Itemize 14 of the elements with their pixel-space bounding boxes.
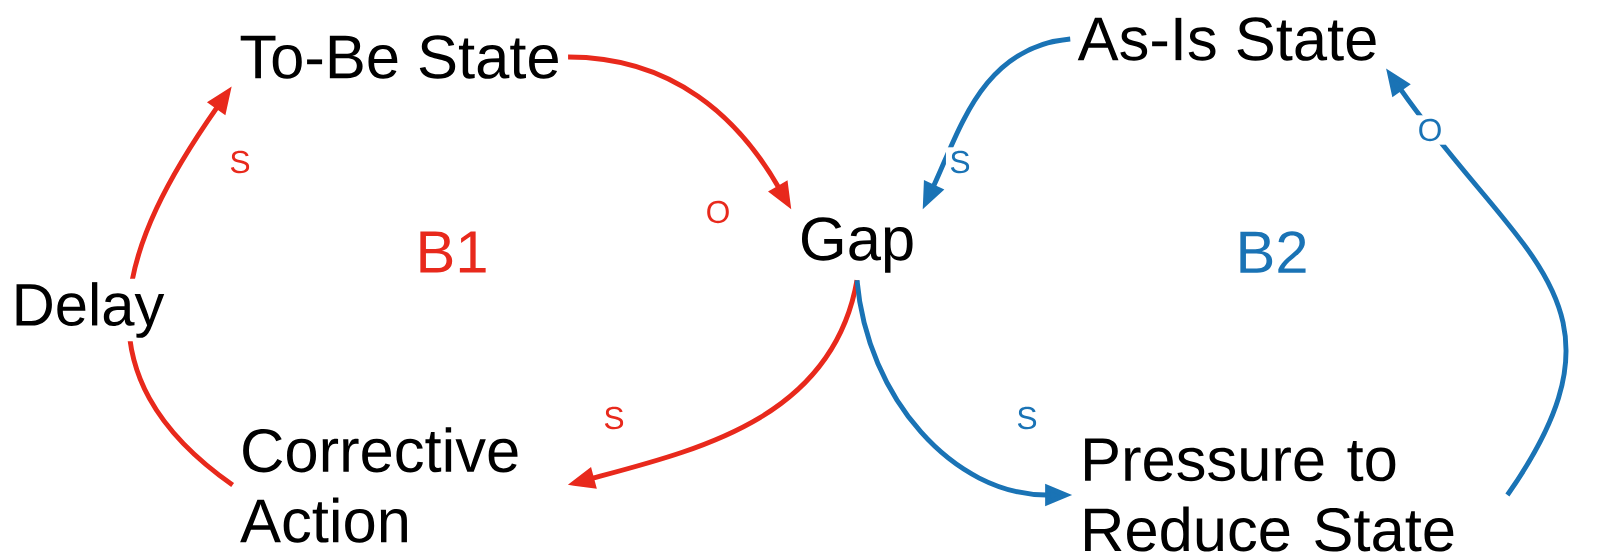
edge-label: S: [945, 147, 975, 177]
edge-label: S: [1012, 403, 1042, 433]
node-label: Corrective Action: [240, 427, 518, 543]
edge-label: O: [1414, 115, 1446, 145]
node-label: As-Is State: [1077, 17, 1376, 61]
polarity-label: S: [230, 150, 250, 174]
edge-label: Delay: [8, 278, 168, 342]
node-label: To-Be State: [240, 35, 558, 79]
node-label: Gap: [801, 217, 913, 273]
loop-label: B1: [420, 231, 486, 273]
edge-label: O: [702, 197, 734, 227]
loop-label: B2: [1240, 231, 1306, 273]
node-label: Pressure to Reduce State: [1085, 438, 1454, 552]
edge-label: S: [599, 403, 629, 433]
